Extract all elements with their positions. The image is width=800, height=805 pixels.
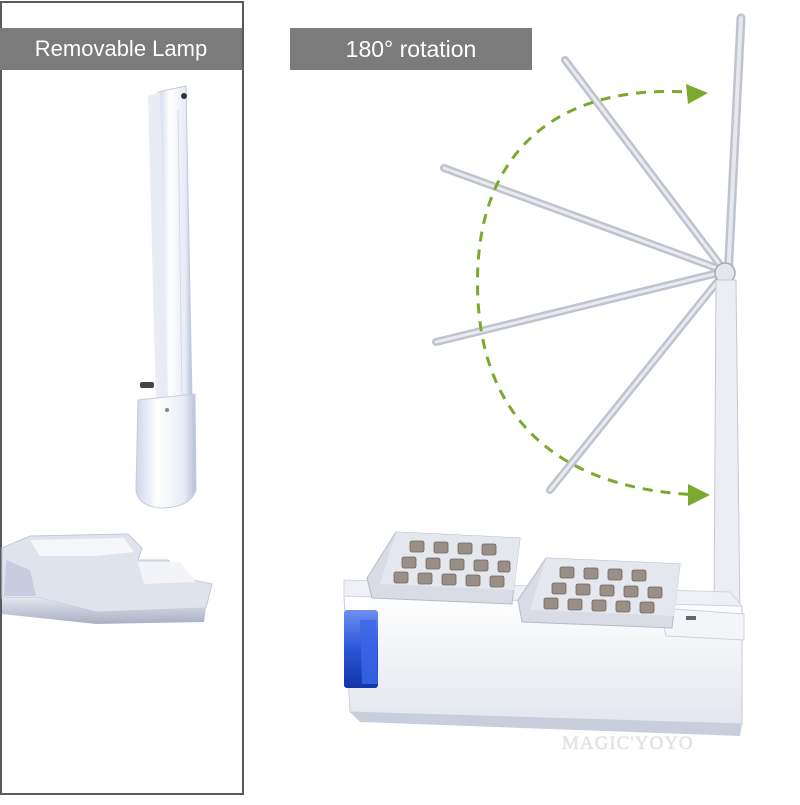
removable-lamp-image xyxy=(1,85,213,624)
arrow-head-bottom-icon xyxy=(688,484,710,506)
rotation-label: 180° rotation xyxy=(290,28,532,70)
removable-lamp-label: Removable Lamp xyxy=(0,28,242,70)
lamp-arms-rotation xyxy=(432,13,746,621)
left-panel-frame xyxy=(0,1,244,795)
seed-pod-tray-right xyxy=(517,557,681,629)
watermark: MAGIC'YOYO xyxy=(562,733,694,754)
seed-pod-tray-left xyxy=(366,531,521,605)
arrow-head-top-icon xyxy=(686,84,708,104)
curved-rotation-arrow-icon xyxy=(476,90,708,503)
planter-base xyxy=(343,579,745,736)
